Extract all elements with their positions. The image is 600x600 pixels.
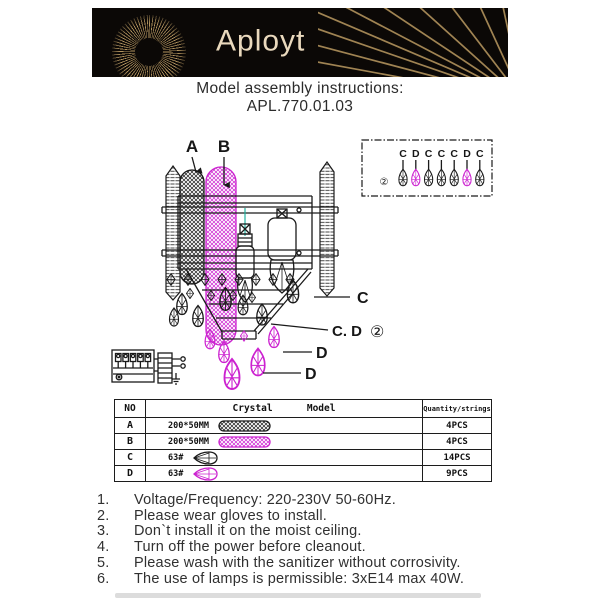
parts-table: NO Crystal Model Quantity/strings A 200*… [114,399,492,482]
crystal-strand-magenta-icon [218,435,271,448]
crystal-drop-magenta-icon [193,466,219,481]
instruction-item: 6. The use of lamps is permissible: 3xE1… [97,570,465,587]
table-row: D 63# 9PCS [114,465,492,482]
instruction-item: 3. Don`t install it on the moist ceiling… [97,523,362,540]
crystal-strand-a [179,169,205,285]
inset-label: C [425,148,433,160]
table-row: A 200*50MM 4PCS [114,417,492,434]
terminal-block [111,349,186,385]
table-header-row: NO Crystal Model Quantity/strings [114,399,492,418]
inset-label: C [476,148,484,160]
crystal-strand-black-icon [218,419,271,432]
col-qty: Quantity/strings [422,399,492,418]
inset-label: C [438,148,446,160]
col-model: Crystal Model [145,399,423,418]
table-row: C 63# 14PCS [114,449,492,466]
sconce-frame [161,195,339,270]
inset-circled-two: ② [380,177,389,188]
instruction-item: 5. Please wash with the sanitizer withou… [97,554,461,571]
starburst-logo-icon [110,13,188,77]
col-no: NO [114,399,146,418]
lower-v-frame [185,268,312,340]
inset-label: D [463,148,471,160]
assembly-diagram: ② C D C C C D C A B C C. D ② [111,137,493,391]
left-disc-column [165,164,181,301]
label-c: C [357,290,369,307]
instruction-item: 2. Please wear gloves to install. [97,507,327,524]
model-number: APL.770.01.03 [246,97,354,115]
table-row: B 200*50MM 4PCS [114,433,492,450]
instruction-list: 1. Voltage/Frequency: 220-230V 50-60Hz. … [97,492,527,587]
ray-fan-decoration [318,8,508,77]
label-a: A [186,137,198,156]
candle-bulb-large [267,208,297,294]
assembly-title: Model assembly instructions: [196,80,404,97]
label-cd: C. D [332,323,362,340]
inset-label: C [399,148,407,160]
inset-detail-box: ② C D C C C D C [361,139,493,197]
label-d-upper: D [316,345,328,362]
label-b: B [218,137,230,156]
title-block: Model assembly instructions: APL.770.01.… [0,80,600,115]
candle-bulb-small [235,208,255,303]
right-disc-column [319,160,335,297]
instruction-item: 4. Turn off the power before cleanout. [97,539,366,556]
inset-label: C [450,148,458,160]
cropped-next-page-edge [115,593,481,598]
label-circled-two: ② [370,324,384,341]
inset-label: D [412,148,420,160]
brand-name: Aployt [216,24,306,58]
brand-header: Aployt [92,8,508,77]
crystal-drop-black-icon [193,450,219,465]
label-d-lower: D [305,366,317,383]
callouts: A B C C. D ② D D [186,137,384,383]
instruction-item: 1. Voltage/Frequency: 220-230V 50-60Hz. [97,492,396,508]
